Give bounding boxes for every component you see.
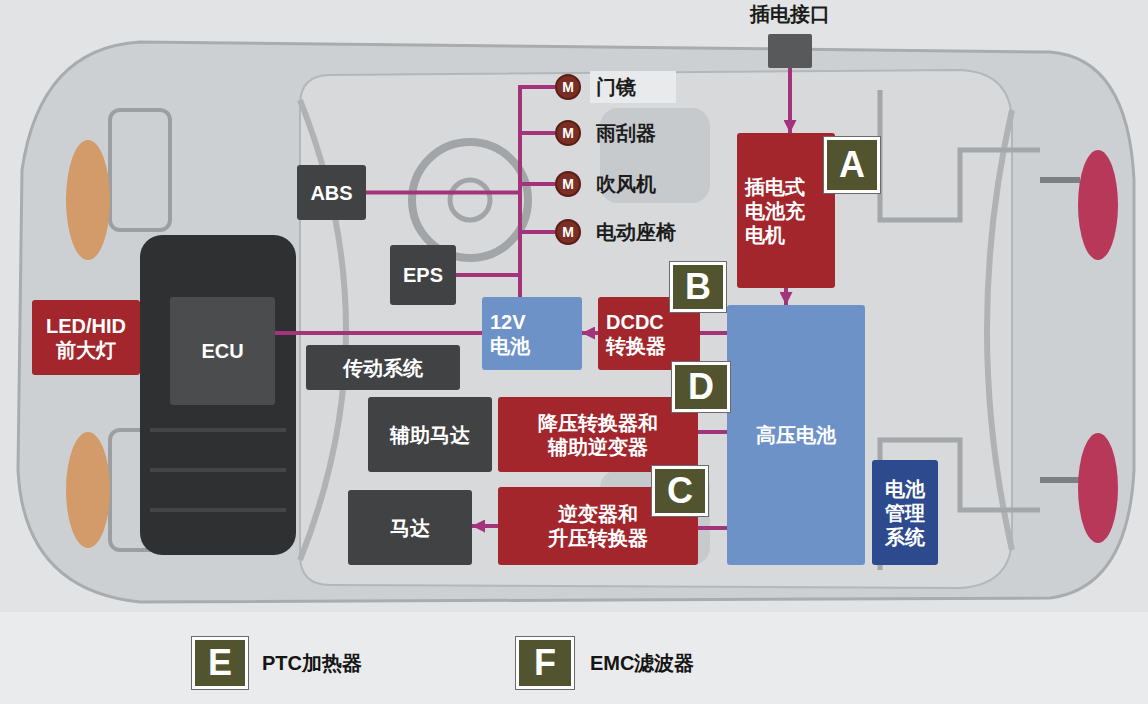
component-box: 高压电池 xyxy=(727,305,865,565)
component-box: 马达 xyxy=(348,490,472,565)
component-box: ECU xyxy=(170,297,275,405)
wire-connector xyxy=(275,331,482,335)
rear-frame xyxy=(880,90,1040,570)
component-box: 插电式 电池充 电机 xyxy=(737,133,835,288)
engine-detail xyxy=(150,430,286,510)
component-box: 电池 管理 系统 xyxy=(872,460,938,565)
callout-letter: B xyxy=(670,262,726,312)
wire-connector xyxy=(520,133,555,297)
headlight xyxy=(66,432,110,548)
wire-connector xyxy=(698,526,727,530)
component-box: ABS xyxy=(297,165,366,220)
motor-symbol: M xyxy=(555,120,581,146)
component-label: 12V 电池 xyxy=(490,310,530,358)
car-body xyxy=(18,42,1134,602)
component-box: LED/HID 前大灯 xyxy=(32,300,140,375)
component-label: ECU xyxy=(201,339,243,363)
port-label: 插电接口 xyxy=(750,2,830,26)
callout-letter: E xyxy=(192,637,248,689)
component-label: 逆变器和 升压转换器 xyxy=(548,502,648,550)
motor-symbol: M xyxy=(555,219,581,245)
headlight xyxy=(66,140,110,260)
rear-axle xyxy=(1040,180,1080,480)
component-label: ABS xyxy=(310,181,352,205)
charging-port: 插电接口 xyxy=(745,2,835,68)
wire-connector xyxy=(472,524,498,528)
motor-label: 雨刮器 xyxy=(590,117,662,149)
tail-light xyxy=(1078,433,1118,543)
steering-wheel xyxy=(412,142,528,258)
motor-item: M 门镜 xyxy=(555,70,676,104)
component-label: 降压转换器和 辅助逆变器 xyxy=(538,411,658,459)
wire-connector xyxy=(520,184,555,297)
component-box: EPS xyxy=(390,245,456,305)
component-box: 辅助马达 xyxy=(368,397,492,472)
front-suspension xyxy=(110,110,170,230)
component-label: LED/HID 前大灯 xyxy=(41,314,131,362)
motor-label: 电动座椅 xyxy=(590,216,682,248)
wire-connector xyxy=(520,232,555,297)
callout-letter: F xyxy=(516,637,574,689)
motor-label: 吹风机 xyxy=(590,168,662,200)
component-box: 12V 电池 xyxy=(482,297,582,370)
socket-symbol xyxy=(768,34,812,68)
legend-strip xyxy=(0,612,1148,704)
car-cabin xyxy=(300,70,1012,588)
motor-symbol: M xyxy=(555,171,581,197)
motor-item: M 雨刮器 xyxy=(555,116,662,150)
motor-symbol: M xyxy=(555,74,581,100)
callout-letter: C xyxy=(652,466,708,516)
motor-label: 门镜 xyxy=(590,71,676,103)
wire-connector xyxy=(520,87,555,297)
steering-hub xyxy=(450,180,490,220)
component-label: 传动系统 xyxy=(343,356,423,380)
component-label: 电池 管理 系统 xyxy=(885,477,925,549)
component-box: 传动系统 xyxy=(306,345,460,390)
wire-connector xyxy=(456,275,520,297)
legend-label: EMC滤波器 xyxy=(590,651,694,675)
connectors xyxy=(275,68,790,528)
wire-connector xyxy=(700,331,727,335)
callout-letter: D xyxy=(672,362,730,412)
component-label: 辅助马达 xyxy=(390,423,470,447)
wire-connector xyxy=(784,288,788,305)
wire-connector xyxy=(582,331,598,335)
component-label: DCDC 转换器 xyxy=(606,310,666,358)
tail-light xyxy=(1078,150,1118,260)
rear-window xyxy=(987,110,1012,550)
wire-connector xyxy=(788,68,792,133)
component-label: EPS xyxy=(403,263,443,287)
legend-label: PTC加热器 xyxy=(262,651,362,675)
component-box: 降压转换器和 辅助逆变器 xyxy=(498,397,698,472)
component-label: 插电式 电池充 电机 xyxy=(745,175,805,247)
motor-item: M 吹风机 xyxy=(555,167,662,201)
component-label: 高压电池 xyxy=(756,423,836,447)
callout-letter: A xyxy=(824,137,880,193)
component-label: 马达 xyxy=(390,516,430,540)
wire-connector xyxy=(698,430,727,434)
motor-item: M 电动座椅 xyxy=(555,215,682,249)
engine-block xyxy=(140,235,296,555)
